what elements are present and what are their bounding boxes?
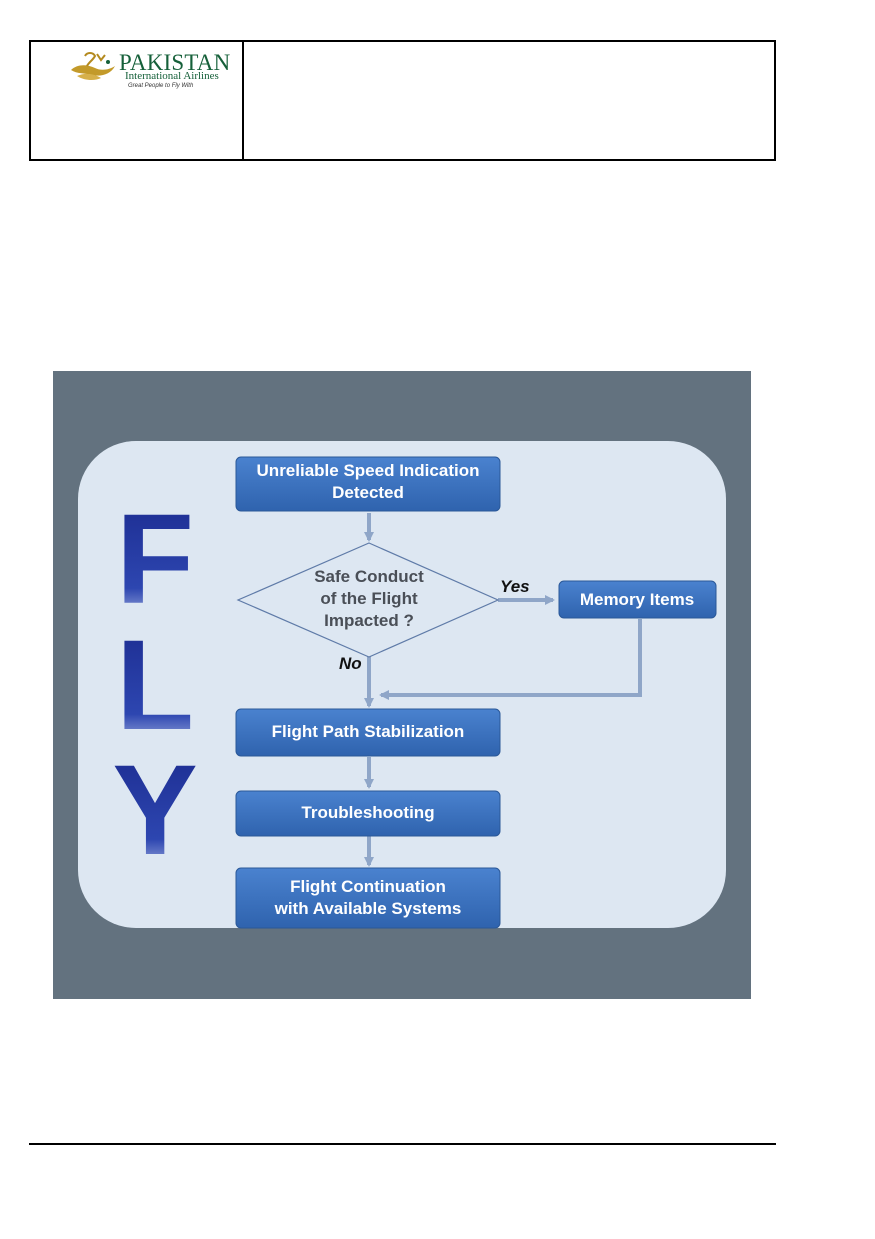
footer-rule (29, 1143, 776, 1145)
node-troubleshoot-line-1: Troubleshooting (301, 803, 434, 822)
node-decision-line-3: Impacted ? (324, 611, 414, 630)
logo-cell: PAKISTAN International Airlines Great Pe… (31, 42, 242, 159)
node-decision-line-1: Safe Conduct (314, 567, 424, 586)
header-divider (242, 42, 244, 159)
node-continue: Flight Continuation with Available Syste… (235, 867, 501, 929)
letter-y: Y (112, 739, 197, 882)
node-troubleshoot: Troubleshooting (235, 790, 501, 837)
flowchart-svg: F L Y Unreliable Speed Indication Detect… (78, 441, 726, 929)
logo-tagline: Great People to Fly With (128, 83, 194, 89)
node-decision: Safe Conduct of the Flight Impacted ? (236, 542, 500, 658)
arrow-memory-to-stabilize (379, 619, 642, 700)
node-stabilize: Flight Path Stabilization (235, 708, 501, 757)
node-start-line-1: Unreliable Speed Indication (257, 461, 480, 480)
logo-subtitle: International Airlines (125, 70, 219, 82)
node-continue-line-2: with Available Systems (274, 899, 462, 918)
node-continue-line-1: Flight Continuation (290, 877, 446, 896)
header-table: PAKISTAN International Airlines Great Pe… (29, 40, 776, 161)
letter-l: L (116, 614, 194, 757)
node-stabilize-line-1: Flight Path Stabilization (272, 722, 465, 741)
node-decision-line-2: of the Flight (320, 589, 418, 608)
edge-label-yes: Yes (500, 577, 530, 596)
node-start-line-2: Detected (332, 483, 404, 502)
node-memory: Memory Items (558, 580, 717, 619)
node-memory-line-1: Memory Items (580, 590, 694, 609)
letter-f: F (116, 488, 194, 631)
logo-name: PAKISTAN (119, 50, 231, 75)
fly-flowchart-figure: F L Y Unreliable Speed Indication Detect… (53, 371, 751, 999)
edge-label-no: No (339, 654, 362, 673)
node-start: Unreliable Speed Indication Detected (235, 456, 501, 512)
header-content-cell (244, 42, 774, 159)
airline-logo-icon (71, 52, 115, 81)
